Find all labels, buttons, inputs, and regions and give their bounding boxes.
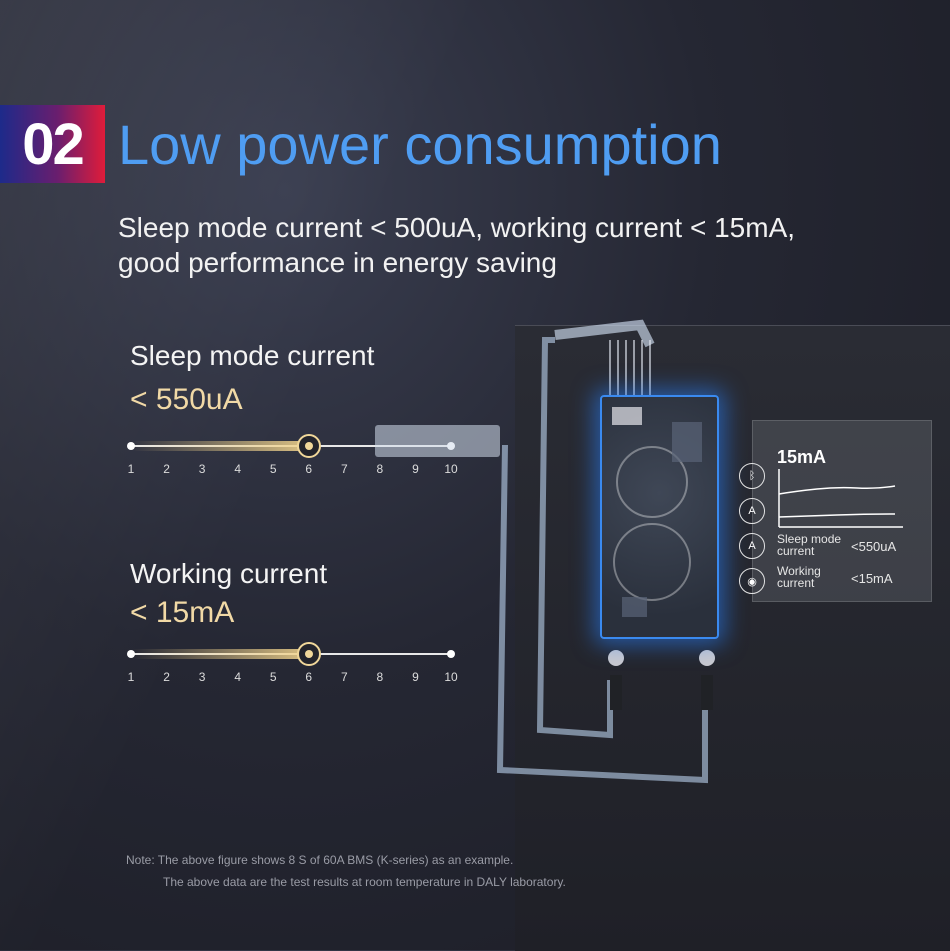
ammeter-icon: A [739, 498, 765, 524]
connector-plug [375, 425, 500, 457]
terminal-cable-right [701, 675, 713, 710]
terminal-cable-left [610, 675, 622, 710]
working-current-value: < 15mA [130, 596, 235, 629]
card-row-sleep-label: Sleep mode current [777, 532, 842, 558]
scale-end-dot [447, 650, 455, 658]
current-chart-graphic [778, 469, 903, 528]
footnote-line-1: Note: The above figure shows 8 S of 60A … [126, 853, 514, 867]
current-info-card: 15mA Sleep mode current <550uA Working c… [752, 420, 932, 602]
working-current-label: Working current [130, 558, 328, 589]
scale-tick-label: 10 [444, 462, 458, 476]
section-number-badge: 02 [0, 105, 105, 183]
scale-tick-label: 2 [163, 670, 170, 684]
scale-marker [296, 434, 321, 458]
sleep-mode-value: < 550uA [130, 383, 243, 416]
terminal-bolt-right [699, 650, 715, 666]
cable-top [554, 319, 655, 348]
scale-tick-label: 6 [305, 462, 313, 476]
scale-tick-label: 7 [340, 670, 348, 684]
scale-tick-label: 4 [234, 670, 241, 684]
bms-board [600, 395, 719, 639]
scale-tick-label: 5 [269, 462, 277, 476]
sleep-mode-label: Sleep mode current [130, 340, 375, 371]
scale-tick-label: 3 [198, 670, 206, 684]
card-row-working-label: Working current [777, 564, 821, 590]
battery-panel [515, 325, 950, 951]
card-headline: 15mA [777, 447, 827, 467]
scale-tick-label: 8 [376, 462, 384, 476]
subtitle-line-2: good performance in energy saving [118, 247, 557, 278]
cable-2 [496, 444, 708, 784]
scale-fill [131, 441, 309, 451]
scale-tick-label: 3 [198, 462, 206, 476]
footnote: Note: The above figure shows 8 S of 60A … [126, 849, 566, 893]
subtitle-line-1: Sleep mode current < 500uA, working curr… [118, 212, 796, 243]
feature-icons: ᛒ A A ◉ [739, 463, 767, 603]
bluetooth-icon: ᛒ [739, 463, 765, 489]
scale-fill [131, 649, 309, 659]
terminal-bolt-left [608, 650, 624, 666]
sleep-mode-scale: 1 2 3 4 5 6 7 8 9 10 [127, 434, 458, 485]
scale-marker [296, 642, 321, 666]
working-current-scale: 1 2 3 4 5 6 7 8 9 10 [127, 642, 458, 693]
scale-tick-label: 1 [127, 462, 135, 476]
cable-1 [536, 337, 613, 739]
scale-tick-label: 6 [305, 670, 313, 684]
scale-tick-label: 8 [376, 670, 384, 684]
bms-board-graphic [612, 407, 702, 617]
sense-wires [609, 340, 651, 400]
footnote-line-2: The above data are the test results at r… [163, 875, 566, 889]
location-icon: ◉ [739, 568, 765, 594]
scale-tick-label: 9 [412, 462, 419, 476]
scale-tick-label: 4 [234, 462, 241, 476]
ammeter-icon: A [739, 533, 765, 559]
subtitle: Sleep mode current < 500uA, working curr… [118, 210, 878, 280]
section-number: 02 [22, 111, 84, 177]
scale-tick-label: 7 [340, 462, 348, 476]
scale-tick-label: 1 [127, 670, 135, 684]
scale-tick-label: 9 [412, 670, 419, 684]
card-row-sleep-value: <550uA [851, 539, 897, 554]
scale-tick-label: 2 [163, 462, 170, 476]
card-row-working-value: <15mA [851, 571, 893, 586]
scale-tick-label: 10 [444, 670, 458, 684]
page-title: Low power consumption [118, 113, 722, 176]
scale-tick-label: 5 [269, 670, 277, 684]
